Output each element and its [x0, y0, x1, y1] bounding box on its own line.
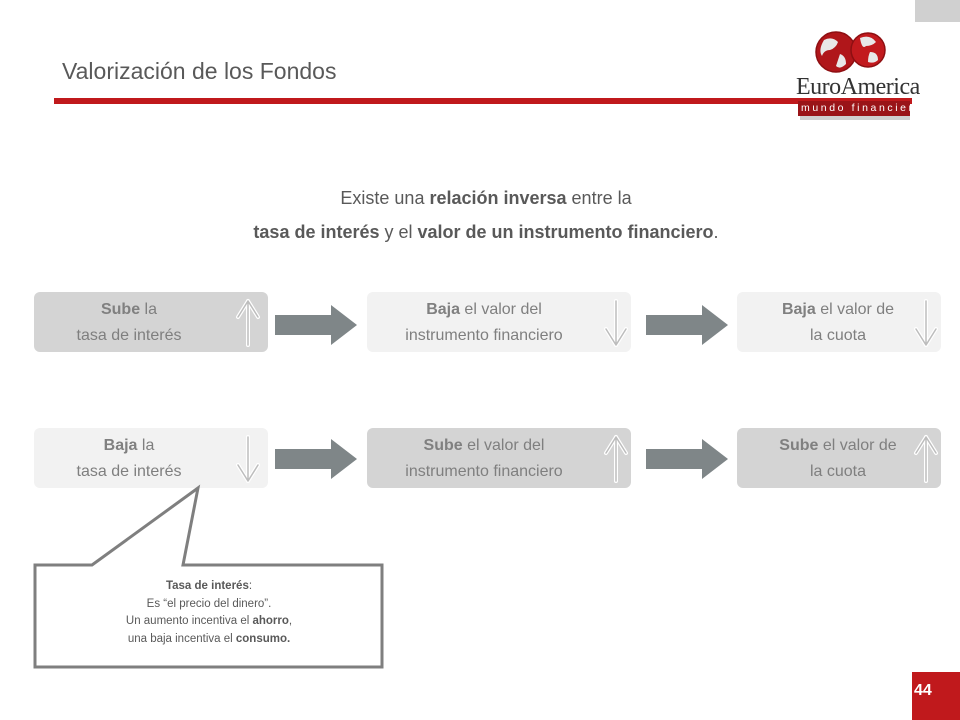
arrow-down-icon — [236, 435, 260, 483]
globe-logo-icon — [815, 31, 886, 73]
flow-arrow-icon — [275, 305, 357, 345]
callout-text: Tasa de interés: Es “el precio del diner… — [36, 578, 382, 648]
intro-line-2: tasa de interés y el valor de un instrum… — [253, 222, 719, 242]
logo-wordmark: EuroAmerica — [796, 74, 920, 100]
corner-tab — [915, 0, 960, 22]
title-underline — [54, 98, 912, 104]
arrow-down-icon — [604, 299, 628, 347]
page-number: 44 — [912, 672, 960, 720]
flow-arrow-icon — [275, 439, 357, 479]
logo-tagline-shadow — [800, 116, 910, 120]
arrow-up-icon — [236, 299, 260, 347]
callout-line: Un aumento incentiva el ahorro, — [125, 615, 293, 627]
callout-heading: Tasa de interés: — [165, 580, 253, 592]
page-title: Valorización de los Fondos — [62, 58, 337, 84]
flow-arrow-icon — [646, 305, 728, 345]
euroamerica-logo: EuroAmerica mundo financiero — [796, 28, 921, 120]
intro-line-1: Existe una relación inversa entre la — [340, 188, 632, 208]
flow-arrow-icon — [646, 439, 728, 479]
callout-line: Es “el precio del dinero”. — [146, 597, 272, 610]
arrow-up-icon — [604, 435, 628, 483]
logo-tagline: mundo financiero — [798, 101, 921, 116]
arrow-up-icon — [914, 435, 938, 483]
arrow-down-icon — [914, 299, 938, 347]
callout-line: una baja incentiva el consumo. — [127, 632, 291, 645]
